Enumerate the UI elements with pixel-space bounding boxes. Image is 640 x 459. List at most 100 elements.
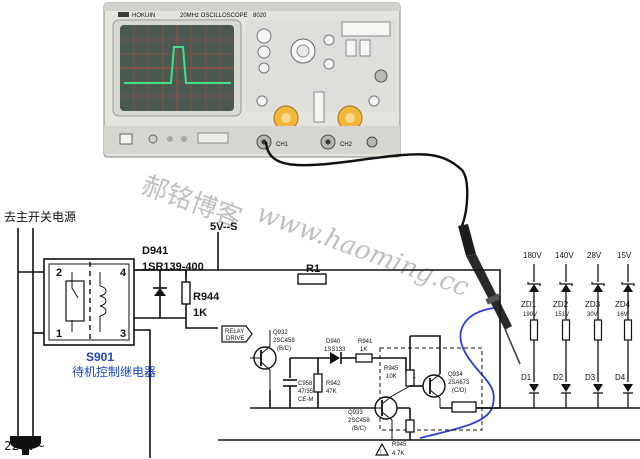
- oscilloscope: HOKUIN 20MHz OSCILLOSCOPE 8020: [103, 2, 401, 158]
- diode-name: D2: [553, 373, 564, 382]
- zener-branch-1: 180V ZD1 190V D1: [521, 251, 542, 408]
- relay-desc: 待机控制继电器: [72, 365, 156, 379]
- q934-part: 2SA673: [448, 380, 470, 386]
- zener-rating: 151V: [555, 312, 569, 318]
- r941-resistor: [355, 353, 373, 363]
- trigger-switch[interactable]: [345, 39, 357, 57]
- zener-diode-icon: [529, 284, 539, 292]
- probe: [458, 224, 521, 365]
- position-knob[interactable]: [323, 58, 335, 70]
- relay-drive-box: RELAY DRIVE: [221, 325, 253, 343]
- vert-mode-switch[interactable]: [313, 91, 325, 123]
- relay-pin-2: 2: [56, 267, 62, 279]
- r944-label: R944: [193, 291, 220, 303]
- scope-graticule: [120, 25, 234, 111]
- zener-rating: 190V: [523, 312, 537, 318]
- d941-diode: [153, 270, 186, 319]
- ch2-position-knob[interactable]: [368, 95, 380, 107]
- scope-model: 8020: [253, 13, 267, 19]
- cal-terminal[interactable]: [148, 134, 158, 144]
- mode-buttons[interactable]: [341, 21, 391, 37]
- zener-series-resistor: [593, 319, 603, 341]
- r941-value: 1K: [360, 347, 367, 353]
- zener-name: ZD3: [585, 300, 601, 309]
- focus-knob[interactable]: [257, 45, 271, 59]
- relay-drive-label-2: DRIVE: [226, 336, 244, 342]
- r1-resistor: [297, 273, 327, 285]
- ch2-label: CH2: [340, 142, 353, 148]
- relay-pin-1: 1: [56, 328, 62, 340]
- diode-icon: [623, 384, 633, 392]
- ext-trig-connector[interactable]: [374, 69, 388, 83]
- zener-rating: 16V: [617, 312, 628, 318]
- scope-brand: HOKUIN: [132, 13, 155, 19]
- watermark-en: www.haoming.cc: [253, 198, 474, 303]
- r945-top-resistor: [405, 336, 415, 387]
- zener-voltage-label: 28V: [587, 251, 602, 260]
- relay-s901: 2 1 4 3: [43, 258, 135, 346]
- c958-value: 47/35: [298, 389, 314, 395]
- c958-type: CE-M: [298, 397, 313, 403]
- zener-ladder: 180VZD1190VD1140VZD2151VD228VZD330VD315V…: [494, 251, 640, 409]
- probe-reading: 5V--S: [210, 221, 238, 233]
- r944-resistor: [181, 270, 191, 318]
- d940-part: 1SS133: [324, 347, 346, 353]
- zener-voltage-label: 180V: [523, 251, 542, 260]
- diode-name: D1: [521, 373, 532, 382]
- zener-series-resistor: [623, 319, 633, 341]
- diode-icon: [561, 384, 571, 392]
- ch1-position-knob[interactable]: [256, 95, 268, 107]
- intensity-knob[interactable]: [256, 28, 272, 44]
- zener-diode-icon: [623, 284, 633, 292]
- ch1-label: CH1: [276, 142, 289, 148]
- q933-label: Q933: [348, 410, 363, 416]
- r942-value: 47K: [326, 389, 337, 395]
- relay-pin-4: 4: [120, 267, 127, 279]
- r942-label: R942: [326, 381, 341, 387]
- r942-resistor: [313, 373, 323, 408]
- d940-label: D940: [326, 339, 341, 345]
- zener-voltage-label: 15V: [617, 251, 632, 260]
- d941-part: 1SR139-400: [142, 261, 204, 273]
- r945-top-label: R945: [384, 366, 399, 372]
- q932-bc: (B/C): [277, 346, 291, 352]
- relay-drive-label-1: RELAY: [225, 329, 244, 335]
- c958-label: C958: [298, 381, 313, 387]
- zener-diode-icon: [593, 284, 603, 292]
- ground-lead: [419, 307, 495, 439]
- zener-name: ZD1: [521, 300, 537, 309]
- d940-diode: [330, 352, 342, 364]
- mains-plug-icon: [10, 418, 41, 455]
- r944-value: 1K: [193, 307, 207, 319]
- q933-bc: (B/C): [352, 426, 366, 432]
- r945-bottom-label: R945: [392, 442, 407, 448]
- scale-illum-knob[interactable]: [258, 62, 270, 74]
- diode-icon: [593, 384, 603, 392]
- q933-part: 2SC458: [348, 418, 370, 424]
- driver-group-box: [379, 347, 483, 431]
- ground-rail: [250, 390, 410, 409]
- var-knob[interactable]: [323, 34, 335, 46]
- zener-name: ZD4: [615, 300, 631, 309]
- probe-cable: [264, 141, 469, 227]
- r1-label: R1: [306, 263, 320, 275]
- q934-transistor: [422, 373, 446, 408]
- r945-series-resistor: [451, 401, 477, 413]
- zener-branch-4: 15V ZD4 16V D4: [615, 251, 635, 408]
- relay-id: S901: [86, 350, 114, 364]
- scope-model-sub: 20MHz OSCILLOSCOPE: [180, 13, 248, 19]
- d941-label: D941: [142, 245, 168, 257]
- mains-label: 220V~: [4, 439, 45, 453]
- q932-transistor: [250, 330, 277, 390]
- power-button[interactable]: [119, 133, 133, 145]
- diode-name: D4: [615, 373, 626, 382]
- source-switch[interactable]: [359, 39, 371, 57]
- main-power-label: 去主开关电源: [4, 210, 76, 224]
- q934-label: Q934: [448, 372, 463, 378]
- warning-triangle-icon: !: [374, 442, 390, 456]
- relay-pin-3: 3: [120, 328, 126, 340]
- q932-part: 2SC458: [273, 338, 295, 344]
- zener-diode-icon: [561, 284, 571, 292]
